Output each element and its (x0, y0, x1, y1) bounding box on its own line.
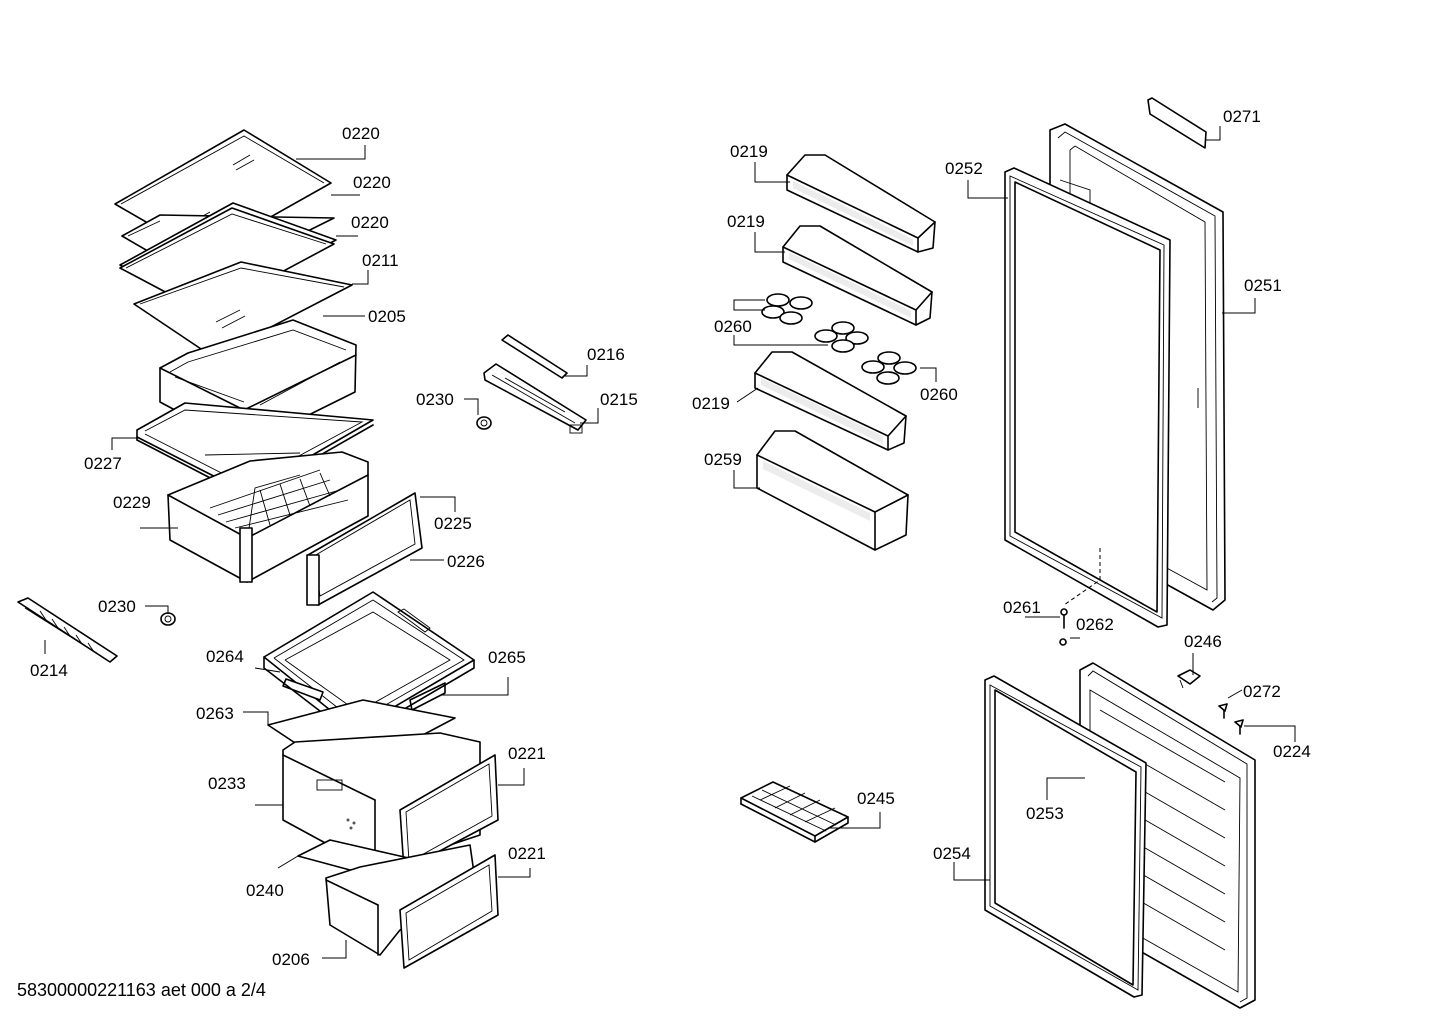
label-0214: 0214 (30, 661, 68, 680)
label-0206: 0206 (272, 950, 310, 969)
rail-0214 (17, 597, 118, 663)
label-0224: 0224 (1273, 742, 1311, 761)
knob-0230-upper (476, 416, 492, 430)
washer-0262 (1059, 638, 1067, 646)
rail-0216 (501, 334, 568, 379)
screw-0261 (1060, 608, 1068, 629)
label-0211: 0211 (362, 251, 399, 270)
door-balcony-0219-top (786, 154, 936, 253)
label-0265: 0265 (488, 648, 526, 667)
label-0260-right: 0260 (920, 385, 958, 404)
document-code: 58300000221163 aet 000 a 2/4 (17, 980, 266, 1000)
label-0253: 0253 (1026, 804, 1064, 823)
label-0219-third: 0219 (692, 394, 730, 413)
label-0220-top: 0220 (342, 124, 380, 143)
label-0272: 0272 (1243, 682, 1281, 701)
label-0263: 0263 (196, 704, 234, 723)
label-0240: 0240 (246, 881, 284, 900)
egg-tray-0260-left (761, 293, 813, 325)
front-panel-0226 (306, 492, 423, 606)
door-balcony-0259 (756, 430, 909, 551)
label-0264: 0264 (206, 647, 244, 666)
label-0261: 0261 (1003, 598, 1041, 617)
label-0205: 0205 (368, 307, 406, 326)
label-0227: 0227 (84, 454, 122, 473)
label-0220-second: 0220 (353, 173, 391, 192)
label-0229: 0229 (113, 493, 151, 512)
label-0225: 0225 (434, 514, 472, 533)
crisper-0229 (167, 451, 369, 583)
label-0271 (1147, 97, 1207, 149)
label-0221-lower: 0221 (508, 844, 546, 863)
door-balcony-0219-second (782, 225, 933, 326)
label-0219-top: 0219 (730, 142, 768, 161)
egg-tray-0260-middle (814, 321, 869, 353)
shelf-frame-0227 (136, 402, 374, 498)
door-gasket-0252 (1004, 167, 1171, 628)
knob-0230-lower (160, 612, 176, 626)
egg-tray-0260-right (861, 351, 917, 385)
label-0254: 0254 (933, 844, 971, 863)
ice-tray-0245 (740, 781, 849, 843)
screw-0224 (1234, 719, 1244, 735)
label-0226: 0226 (447, 552, 485, 571)
label-0246: 0246 (1184, 632, 1222, 651)
label-0252: 0252 (945, 159, 983, 178)
drawer-front-0221-lower (399, 854, 499, 969)
label-0271: 0271 (1223, 107, 1261, 126)
label-0220-third: 0220 (351, 213, 389, 232)
label-0230-upper: 0230 (416, 390, 454, 409)
shelf-0211 (133, 261, 353, 358)
door-balcony-0219-third (754, 351, 907, 451)
rail-0215 (483, 363, 587, 434)
cap-0246 (1177, 669, 1201, 689)
drawer-front-0221-upper (399, 754, 499, 871)
label-0221-upper: 0221 (508, 744, 546, 763)
label-0219-second: 0219 (727, 212, 765, 231)
label-0230-lower: 0230 (98, 597, 136, 616)
screw-0272 (1218, 703, 1228, 719)
label-0260-left: 0260 (714, 317, 752, 336)
label-0262: 0262 (1076, 615, 1114, 634)
label-0259: 0259 (704, 450, 742, 469)
freezer-gasket-0254 (984, 675, 1147, 998)
label-0216: 0216 (587, 345, 625, 364)
label-0251: 0251 (1244, 276, 1282, 295)
label-0245: 0245 (857, 789, 895, 808)
label-0233: 0233 (208, 774, 246, 793)
label-0215: 0215 (600, 390, 638, 409)
